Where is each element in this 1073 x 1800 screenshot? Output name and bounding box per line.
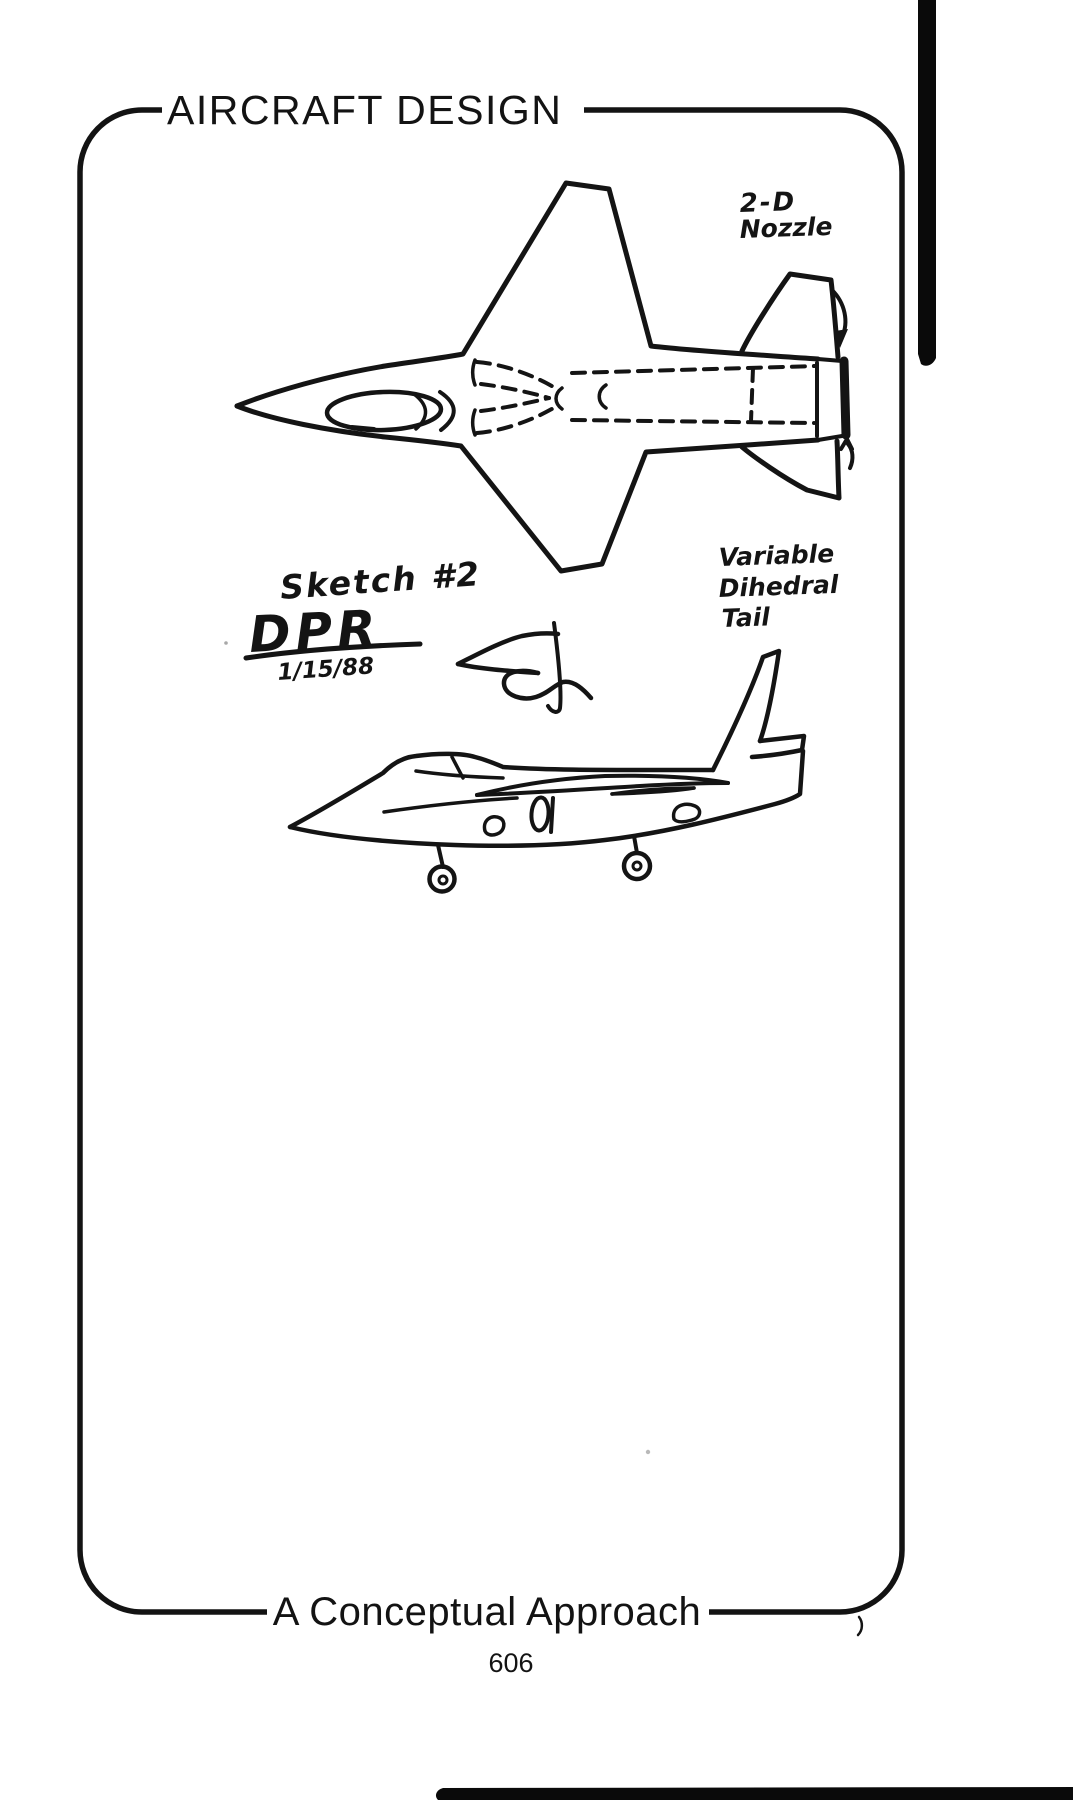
lower-tail <box>739 438 842 501</box>
annotation-nozzle-label: 2-D Nozzle <box>739 187 833 244</box>
tail-label-line2: Dihedral <box>718 570 839 603</box>
sketch-label: Sketch #2 <box>279 554 482 607</box>
canopy-top-view <box>324 389 456 433</box>
nozzle-label-line2: Nozzle <box>739 212 833 244</box>
tail-rotation-arrows <box>830 288 855 470</box>
scan-bar-bottom <box>435 1787 1073 1800</box>
annotation-tail-label: Variable Dihedral Tail <box>718 539 839 633</box>
page-number: 606 <box>488 1648 533 1678</box>
nose-landing-gear <box>427 843 457 894</box>
scan-edge-strip-top-right <box>918 0 936 366</box>
side-view-drawing <box>287 648 807 894</box>
sketch-date: 1/15/88 <box>277 653 375 686</box>
nozzle-2d <box>815 356 851 442</box>
tail-label-line1: Variable <box>718 539 834 572</box>
inlet-side-view <box>529 795 555 834</box>
inlet-ducts-hidden-lines <box>475 360 818 435</box>
footer-border-gap <box>267 1596 709 1629</box>
tail-label-line3: Tail <box>721 602 771 633</box>
sketch-title-block: Sketch #2 DPR 1/15/88 <box>243 554 482 686</box>
aft-tail-surface <box>749 733 807 760</box>
page-border <box>77 94 905 1629</box>
dihedral-mechanism-doodle <box>455 621 594 714</box>
header-border-gap <box>162 94 584 126</box>
nozzle-label-line1: 2-D <box>739 187 796 219</box>
scan-speck <box>224 641 228 645</box>
footer-title: A Conceptual Approach <box>273 1590 702 1634</box>
top-view-drawing <box>234 180 855 574</box>
main-landing-gear <box>621 834 653 882</box>
page-title: AIRCRAFT DESIGN <box>167 87 562 133</box>
stray-tick-mark <box>856 1615 864 1637</box>
upper-tail <box>739 271 841 360</box>
scan-speck <box>645 1449 651 1455</box>
signature-underline <box>243 641 423 661</box>
vertical-fin <box>710 648 782 773</box>
